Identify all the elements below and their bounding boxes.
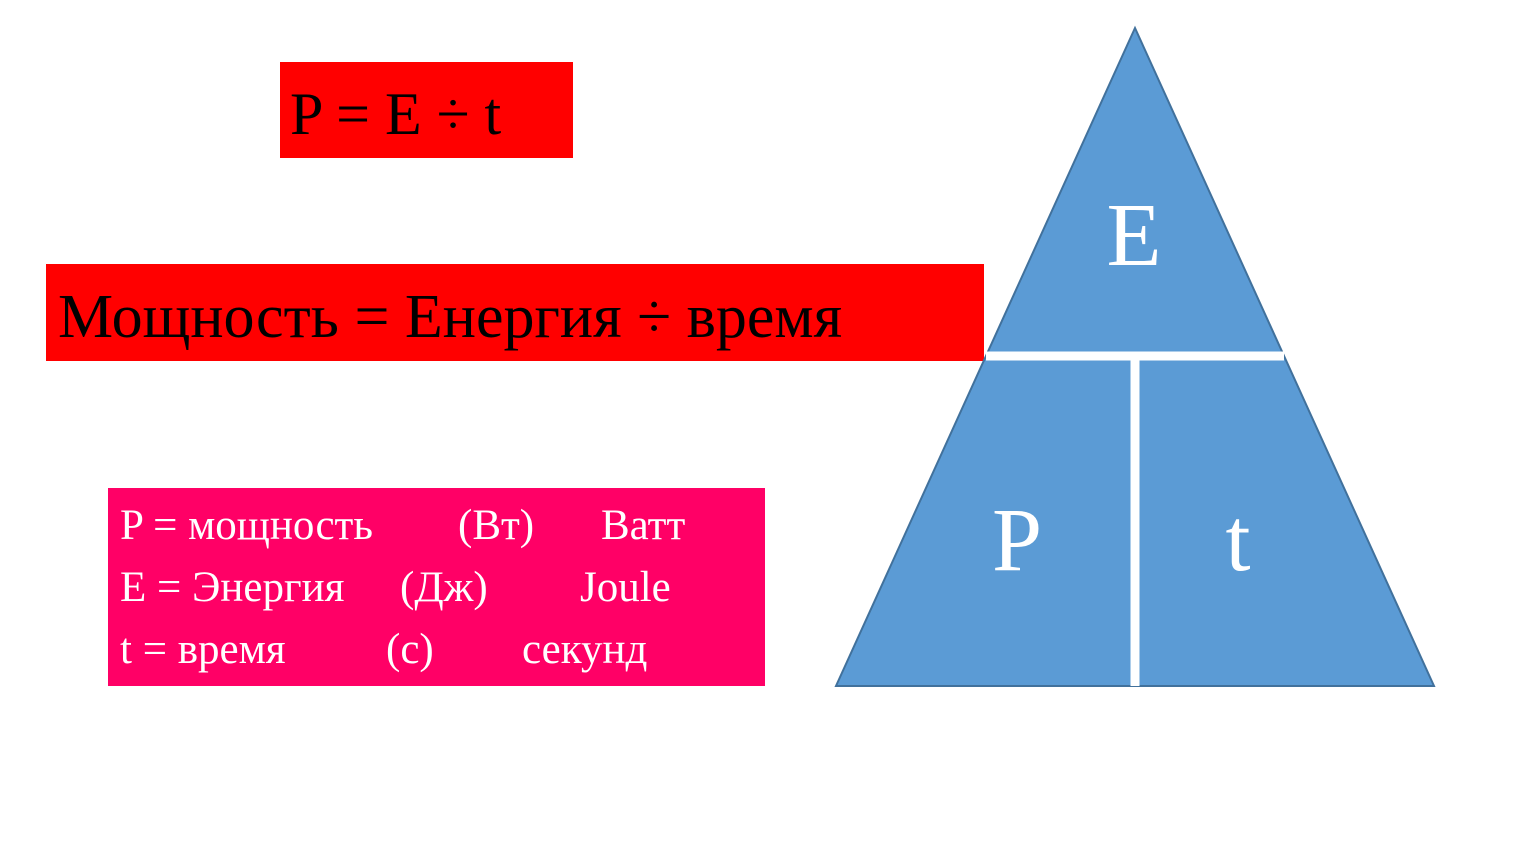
legend-unit: (Дж) (400, 564, 488, 611)
legend-definition: E = Энергия (120, 564, 345, 611)
triangle-bottom-right-label: t (1225, 491, 1250, 590)
legend-row-energy: E = Энергия (Дж) Joule (108, 562, 765, 624)
legend-unit: (с) (386, 626, 434, 673)
legend-definition: t = время (120, 626, 286, 673)
legend-unit-name: Ватт (601, 502, 686, 549)
legend-unit-name: секунд (522, 626, 648, 673)
legend-row-time: t = время (с) секунд (108, 624, 765, 686)
legend-unit: (Вт) (458, 502, 535, 549)
triangle-bottom-left-label: P (992, 491, 1042, 590)
legend-definition: P = мощность (120, 502, 373, 549)
legend-row-power: P = мощность (Вт) Ватт (108, 500, 765, 562)
legend-unit-name: Joule (580, 564, 671, 611)
triangle-top-label: E (1107, 186, 1162, 285)
legend-box: P = мощность (Вт) Ватт E = Энергия (Дж) … (108, 488, 765, 686)
formula-symbols-box: P = E ÷ t (280, 62, 573, 158)
formula-words-box: Мощность = Енергия ÷ время (46, 264, 984, 361)
formula-symbols-text: P = E ÷ t (290, 81, 502, 147)
formula-words-text: Мощность = Енергия ÷ время (58, 283, 843, 351)
